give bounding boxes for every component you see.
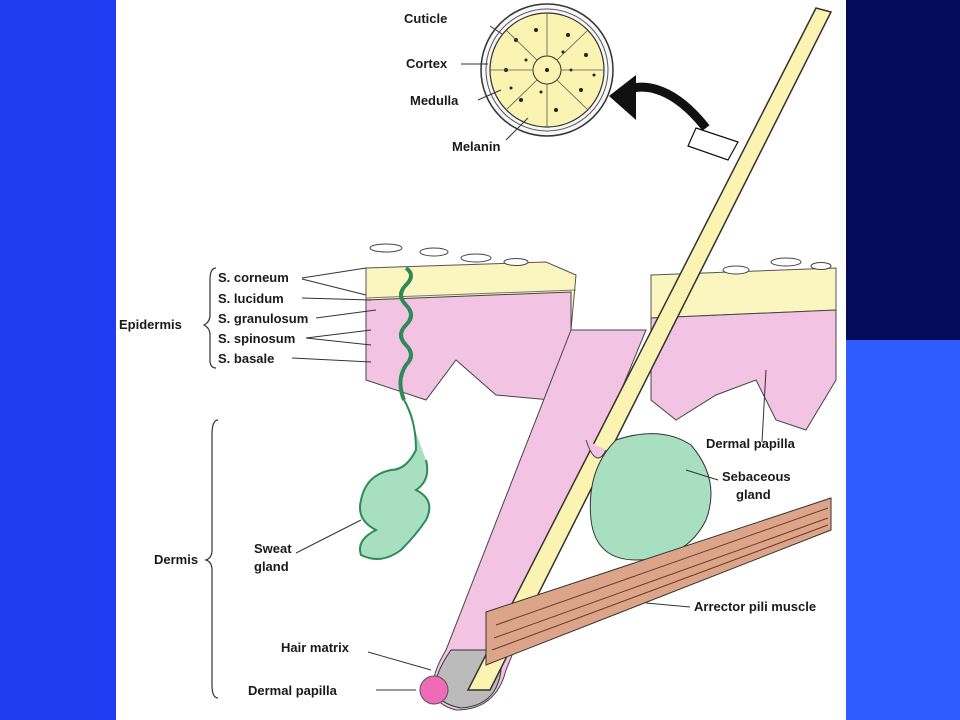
braces [202,267,219,699]
label-sebaceous-line1: Sebaceous [722,469,791,484]
skin-layers [365,243,837,431]
arrector-pili-muscle-shape [485,497,832,666]
label-hair-matrix: Hair matrix [281,640,349,655]
label-cuticle: Cuticle [404,11,448,26]
sebaceous-gland-shape [585,433,712,561]
skin-hair-diagram [202,3,837,711]
slide-canvas: Cuticle Cortex Medulla Melanin S. corneu… [116,0,846,720]
background-light-band [846,340,960,720]
label-cortex: Cortex [406,56,448,71]
label-s-corneum: S. corneum [218,270,289,285]
label-s-granulosum: S. granulosum [218,311,309,326]
label-melanin: Melanin [452,139,501,154]
label-sweat-line1: Sweat [254,541,292,556]
label-s-lucidum: S. lucidum [218,291,284,306]
label-s-spinosum: S. spinosum [218,331,296,346]
label-sweat-line2: gland [254,559,289,574]
label-sebaceous-line2: gland [736,487,771,502]
label-dermis: Dermis [154,552,199,567]
sweat-gland-shape [359,266,431,560]
label-dermal-papilla-right: Dermal papilla [706,436,795,451]
label-s-basale: S. basale [218,351,275,366]
label-dermal-papilla-bottom: Dermal papilla [248,683,337,698]
label-epidermis: Epidermis [119,317,182,332]
label-leaders [291,267,767,691]
magnify-arrow [609,75,739,161]
label-medulla: Medulla [410,93,459,108]
label-arrector-pili: Arrector pili muscle [694,599,817,614]
hair-shaft [466,7,833,691]
hair-cross-section [461,3,614,141]
